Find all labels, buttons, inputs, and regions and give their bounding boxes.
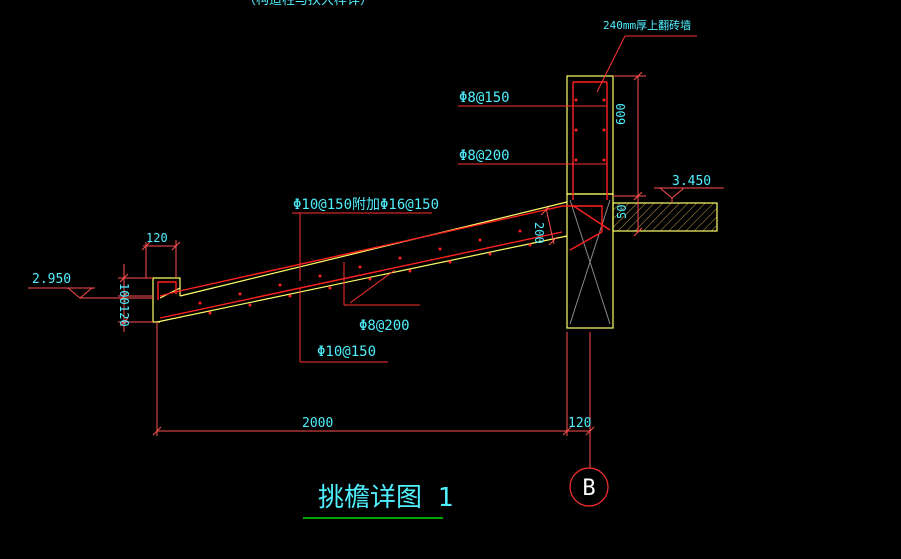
- dim-slab-thickness: 200: [532, 222, 546, 244]
- dim-lip-height-top: 100: [117, 283, 131, 305]
- dim-wall-offset: 120: [568, 416, 591, 431]
- grid-axis-label: B: [582, 476, 595, 501]
- dim-lip-height-bottom: 120: [117, 305, 131, 327]
- dim-wall-height: 600: [614, 103, 628, 125]
- slab-top-rebar: [159, 205, 603, 297]
- dim-span: 2000: [302, 416, 333, 431]
- slab-bottom-edge: [156, 235, 568, 323]
- dim-lip-width: 120: [146, 231, 168, 245]
- rebar-lines: [157, 81, 611, 319]
- rebar-label-wall-top: Φ8@150: [459, 90, 510, 106]
- grid-axis-bubble: B: [569, 467, 609, 507]
- dimension-lines: [28, 71, 724, 468]
- slab-top-edge: [179, 201, 568, 297]
- slab-bottom-rebar: [159, 231, 563, 319]
- top-fragment-text: （构造柱与扶大样详）: [243, 0, 373, 8]
- rebar-label-slab-distribution: Φ8@200: [359, 318, 410, 334]
- upturned-wall: [566, 75, 614, 195]
- rebar-label-slab-top: Φ10@150附加Φ16@150: [293, 197, 439, 213]
- dim-floor-thickness: 50: [615, 205, 629, 219]
- elevation-left-label: 2.950: [32, 272, 71, 287]
- floor-slab-hatch: [612, 202, 718, 232]
- annotation-texts: 240mm厚上翻砖墙 Φ8@150 Φ8@200 Φ10@150附加Φ16@15…: [32, 18, 711, 513]
- beam-section: [566, 193, 614, 329]
- rebar-label-slab-bottom: Φ10@150: [317, 344, 376, 360]
- wall-note-label: 240mm厚上翻砖墙: [603, 18, 691, 32]
- rebar-label-wall-mid: Φ8@200: [459, 148, 510, 164]
- lip-rebar: [157, 281, 177, 300]
- leader-lines: [292, 35, 697, 363]
- rebar-dots: [198, 98, 606, 315]
- elevation-right-label: 3.450: [672, 174, 711, 189]
- drawing-title: 挑檐详图 1: [318, 483, 453, 513]
- beam-cross-mark: [569, 199, 611, 325]
